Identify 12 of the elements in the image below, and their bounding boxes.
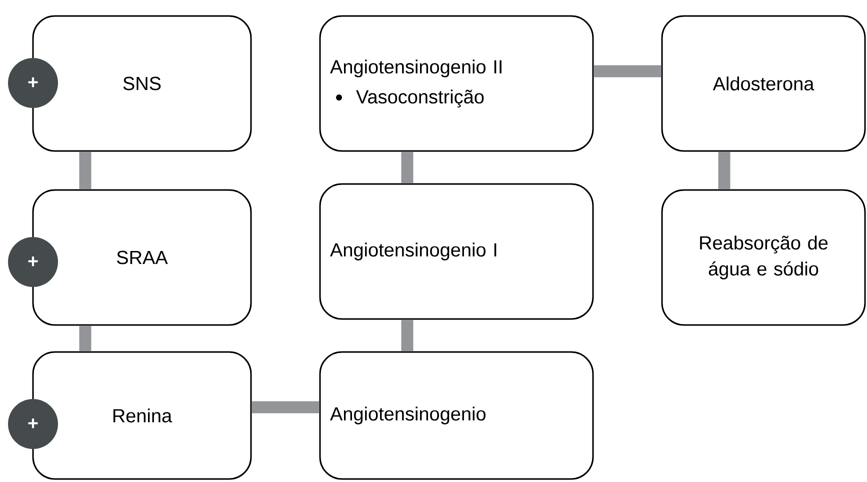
process-box: Angiotensinogenio [319, 351, 594, 480]
connector-bar [252, 401, 320, 414]
process-box: Angiotensinogenio I [319, 183, 594, 320]
connector-bar [79, 326, 92, 352]
process-box: Angiotensinogenio II Vasoconstrição [319, 15, 594, 152]
connector-bar [79, 152, 92, 190]
process-box: Reabsorção de água e sódio [661, 189, 866, 326]
process-box: Aldosterona [661, 15, 866, 152]
connector-bar [594, 65, 662, 78]
connector-bar [401, 320, 414, 352]
connector-bar [718, 152, 730, 190]
connector-bar [401, 152, 414, 184]
